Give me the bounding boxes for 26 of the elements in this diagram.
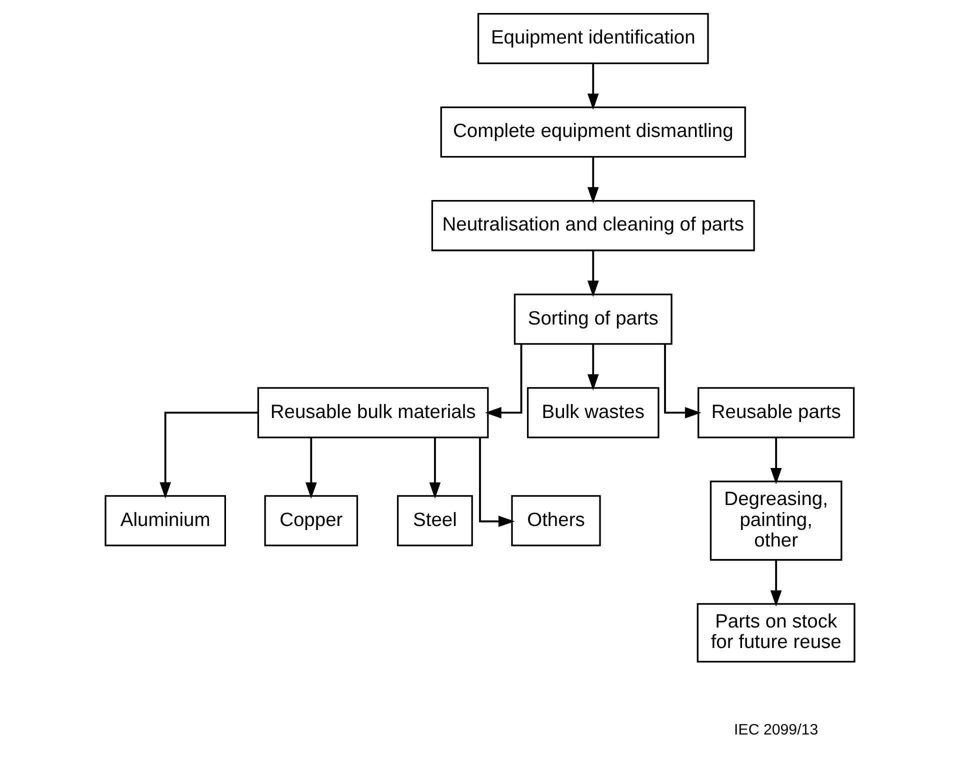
node-box: Bulk wastes — [526, 387, 660, 438]
node-box: Parts on stock for future reuse — [696, 603, 856, 662]
arrow — [479, 438, 515, 528]
arrow — [587, 250, 599, 297]
label: IEC 2099/13 — [734, 721, 818, 738]
node-box: Neutralisation and cleaning of parts — [431, 200, 755, 252]
arrow — [305, 438, 317, 499]
node-box: Equipment identification — [477, 12, 709, 64]
arrow — [587, 64, 599, 110]
arrow — [770, 438, 782, 484]
node-box: Sorting of parts — [514, 294, 672, 345]
node-box: Steel — [396, 495, 473, 546]
node-box: Reusable bulk materials — [257, 387, 489, 438]
node-box: Complete equipment dismantling — [440, 106, 746, 158]
node-box: Reusable parts — [698, 387, 855, 438]
arrow — [429, 438, 441, 499]
arrow — [664, 344, 702, 418]
node-box: Aluminium — [104, 495, 226, 546]
node-box: Copper — [264, 495, 358, 546]
arrow — [485, 344, 522, 418]
arrow — [160, 412, 258, 499]
node-box: Degreasing, painting, other — [710, 480, 842, 561]
arrow — [587, 157, 599, 204]
arrow — [770, 560, 782, 607]
node-box: Others — [511, 495, 601, 546]
arrow — [587, 344, 599, 390]
